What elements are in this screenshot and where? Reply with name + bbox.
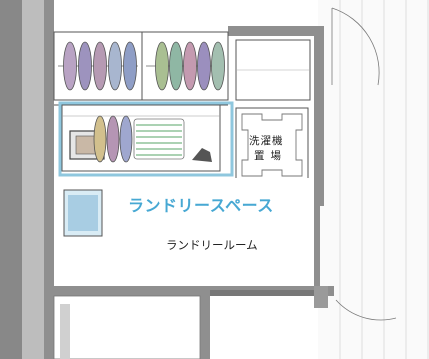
washer-label-line2: 置場 [254, 150, 287, 162]
left-wall [0, 0, 22, 359]
hanging-garment [183, 41, 197, 91]
upper-left-clothes [63, 41, 137, 91]
bottom-counter [53, 286, 328, 359]
hanging-garment [169, 41, 183, 91]
hanging-garment [93, 41, 107, 91]
hanging-garment [123, 41, 137, 91]
hanging-garment [119, 115, 133, 163]
hanging-garment [93, 115, 107, 163]
hanging-garment [197, 41, 211, 91]
laundry-shelf [61, 104, 221, 172]
glass-window [63, 189, 103, 237]
laundry-room-label: ランドリールーム [166, 238, 258, 252]
hanging-garment [211, 41, 225, 91]
hanging-garment [78, 41, 92, 91]
hanging-garment [63, 41, 77, 91]
hanging-garment [155, 41, 169, 91]
laundry-space-label: ランドリースペース [128, 196, 274, 215]
storage-cabinet [235, 39, 311, 101]
washing-machine-spot [235, 107, 309, 183]
wood-floor-area [318, 0, 429, 359]
upper-right-clothes [155, 41, 225, 91]
lower-shelf-clothes [93, 115, 133, 163]
hanging-garment [106, 115, 120, 163]
washer-label-line1: 洗濯機 [249, 135, 284, 147]
left-wall-shade [22, 0, 44, 359]
hanging-garment [108, 41, 122, 91]
laundry-space-highlight [58, 101, 234, 177]
